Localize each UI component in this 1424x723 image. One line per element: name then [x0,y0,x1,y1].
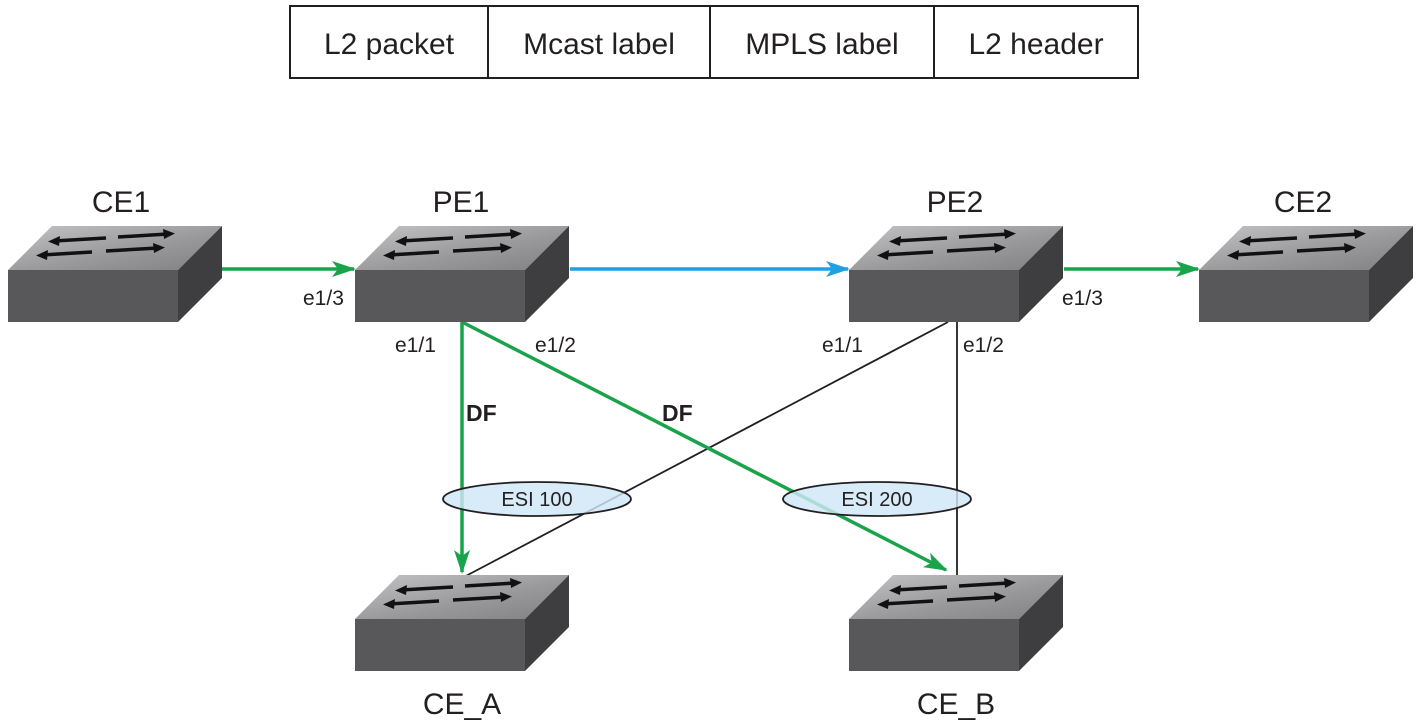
port-label-pe2-e13: e1/3 [1062,287,1103,310]
header-field-box [709,5,935,79]
packet-header: L2 packet Mcast label MPLS label L2 head… [289,5,1139,79]
switch-icon [847,224,1065,324]
esi-200-ellipse [782,481,972,517]
esi-100: ESI 100 [442,481,632,517]
switch-pe2 [847,224,1065,324]
port-label-pe1-e13: e1/3 [303,287,344,310]
port-label-pe1-e11: e1/1 [395,334,436,357]
esi-200: ESI 200 [782,481,972,517]
switch-ce-b [847,573,1065,673]
node-label-ce-a: CE_A [423,688,501,721]
link-pe2-to-ce-a [461,321,949,579]
switch-icon [1197,224,1415,324]
node-label-ce2: CE2 [1274,186,1332,219]
switch-pe1 [353,224,571,324]
switch-icon [353,573,571,673]
header-field-l2-header: L2 header [968,28,1103,61]
df-label-left: DF [466,400,497,426]
header-field-box [289,5,489,79]
switch-icon [847,573,1065,673]
esi-100-ellipse [442,481,632,517]
switch-ce2 [1197,224,1415,324]
header-field-box [933,5,1139,79]
df-label-right: DF [662,400,693,426]
header-field-box [487,5,711,79]
switch-icon [353,224,571,324]
switch-ce-a [353,573,571,673]
esi-100-label: ESI 100 [501,489,572,511]
links [222,261,1200,579]
port-label-pe2-e11: e1/1 [822,334,863,357]
switch-ce1 [6,224,224,324]
header-field-mcast-label: Mcast label [523,28,675,61]
link-pe1-to-ce-b [461,320,948,572]
node-label-pe2: PE2 [927,186,984,219]
header-field-mpls-label: MPLS label [745,28,898,61]
node-label-pe1: PE1 [433,186,490,219]
esi-200-label: ESI 200 [841,489,912,511]
node-label-ce1: CE1 [92,186,150,219]
port-label-pe1-e12: e1/2 [535,334,576,357]
node-label-ce-b: CE_B [917,688,995,721]
switch-icon [6,224,224,324]
port-label-pe2-e12: e1/2 [963,334,1004,357]
header-field-l2-packet: L2 packet [324,28,455,61]
